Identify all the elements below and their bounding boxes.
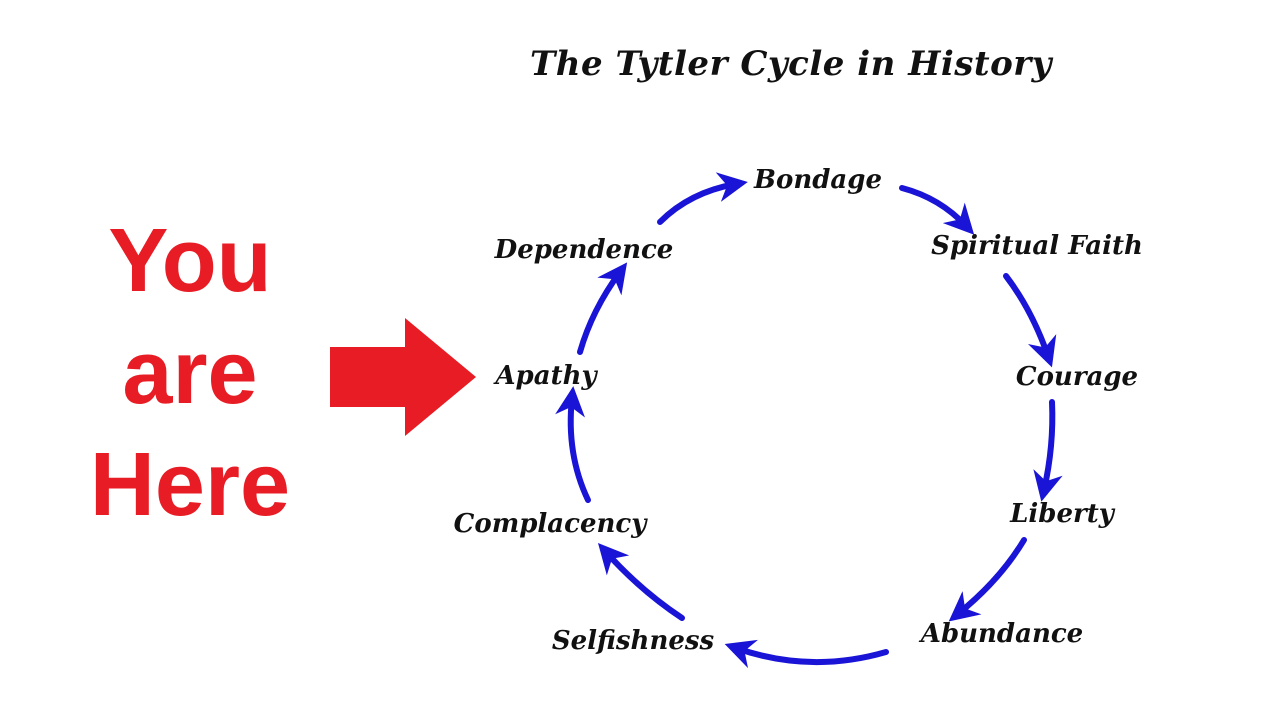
cycle-arrow-courage [1003,273,1057,368]
cycle-arrow-liberty [1033,399,1063,502]
stage-selfishness: Selfishness [551,626,715,656]
cycle-arrow-spiritual-faith [899,185,975,235]
stage-apathy: Apathy [495,361,597,391]
cycle-arrow-dependence [577,262,628,355]
stage-bondage: Bondage [754,165,882,195]
stage-dependence: Dependence [494,235,674,265]
cycle-arrow-bondage [657,172,748,225]
cycle-arrow-selfishness [724,639,889,669]
stage-spiritual-faith: Spiritual Faith [931,231,1143,261]
cycle-arrow-apathy [555,386,591,503]
red-pointer-arrow-icon [330,318,476,436]
cycle-arrow-complacency [597,543,685,621]
stage-complacency: Complacency [453,509,647,539]
cycle-arrow-abundance [948,537,1027,622]
diagram-title: The Tytler Cycle in History [530,44,1052,84]
red-pointer-arrow-shape [330,318,476,436]
stage-courage: Courage [1015,362,1139,392]
you-are-here-line-1: You [108,211,272,311]
you-are-here-line-3: Here [89,435,291,535]
stage-liberty: Liberty [1010,499,1114,529]
stage-abundance: Abundance [920,619,1084,649]
you-are-here-text: You are Here [60,205,320,541]
you-are-here-line-2: are [122,323,258,423]
